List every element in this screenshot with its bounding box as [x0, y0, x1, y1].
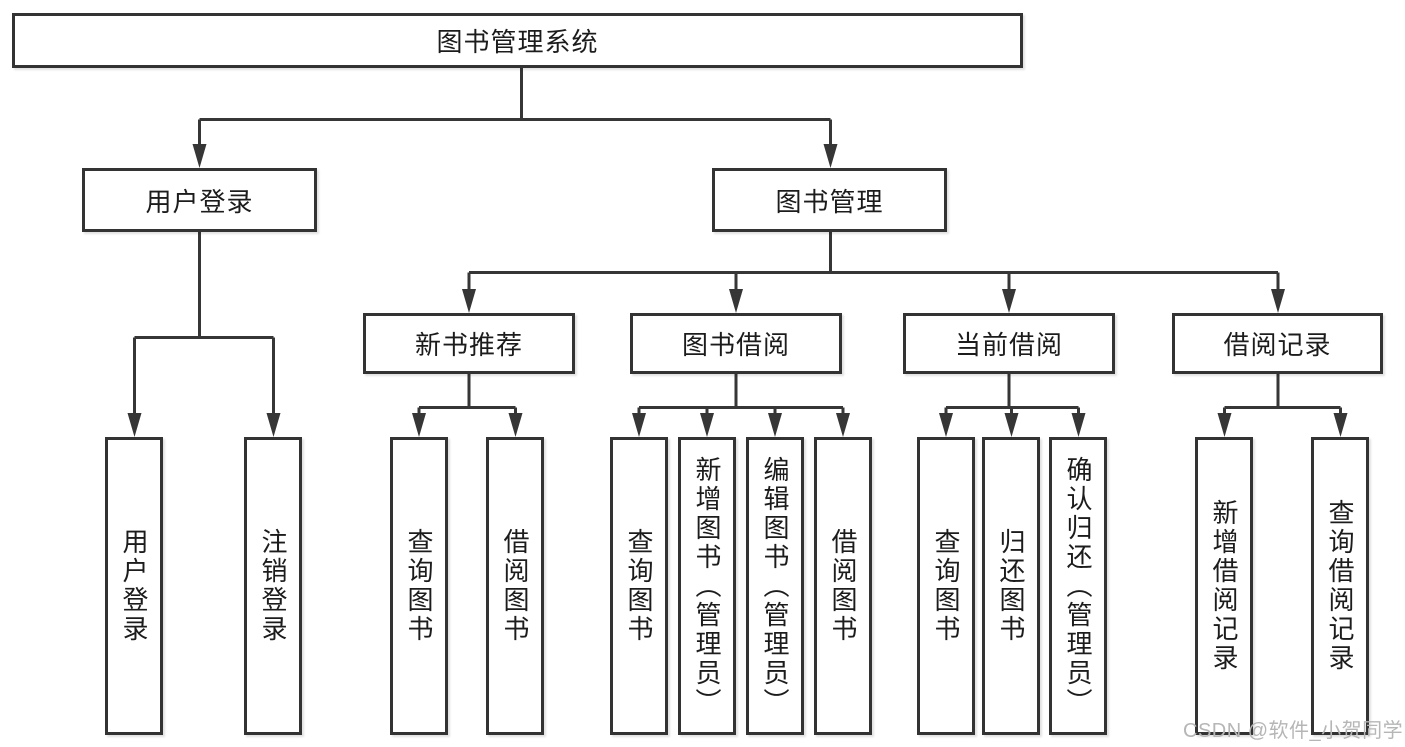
node-label: 查询图书	[931, 528, 961, 644]
node-current-borrowing: 当前借阅	[903, 313, 1115, 374]
node-label: 新增图书（管理员）	[692, 455, 722, 717]
leaf-borrow-books: 借阅图书	[486, 437, 544, 735]
branch-lines	[417, 374, 517, 415]
arrow-down-icon	[412, 413, 523, 437]
node-label: 用户登录	[119, 528, 149, 644]
node-label: 注销登录	[258, 528, 288, 644]
branch-lines	[467, 232, 1280, 291]
connector-user-login-branch	[127, 232, 281, 437]
branch-lines	[1223, 374, 1342, 415]
arrow-down-icon	[1217, 413, 1348, 437]
node-borrowing-records: 借阅记录	[1172, 313, 1383, 374]
branch-lines	[198, 68, 832, 146]
node-user-login: 用户登录	[82, 168, 317, 232]
node-new-book-recommendation: 新书推荐	[363, 313, 575, 374]
leaf-query-books: 查询图书	[917, 437, 975, 735]
node-label: 当前借阅	[954, 330, 1063, 360]
leaf-edit-books-admin: 编辑图书（管理员）	[746, 437, 804, 735]
node-label: 确认归还（管理员）	[1063, 455, 1093, 717]
node-library-management-system: 图书管理系统	[12, 13, 1023, 68]
connector-borrowing-records-branch	[1217, 374, 1348, 437]
node-label: 查询借阅记录	[1325, 499, 1355, 673]
leaf-logout: 注销登录	[244, 437, 302, 735]
arrow-down-icon	[939, 413, 1086, 437]
connector-current-borrowing-branch	[939, 374, 1086, 437]
node-book-management: 图书管理	[712, 168, 947, 232]
connector-book-management-branch	[462, 232, 1285, 313]
arrow-down-icon	[192, 144, 838, 168]
branch-lines	[944, 374, 1080, 415]
node-label: 图书管理	[775, 186, 884, 217]
leaf-confirm-return-admin: 确认归还（管理员）	[1049, 437, 1107, 735]
node-label: 借阅记录	[1223, 330, 1332, 360]
arrow-down-icon	[632, 413, 850, 437]
leaf-add-borrowing-record: 新增借阅记录	[1195, 437, 1253, 735]
node-label: 借阅图书	[500, 528, 530, 644]
connector-new-book-recommendation-branch	[412, 374, 523, 437]
node-label: 归还图书	[996, 528, 1026, 644]
branch-lines	[637, 374, 845, 415]
leaf-return-books: 归还图书	[982, 437, 1040, 735]
leaf-query-books: 查询图书	[610, 437, 668, 735]
leaf-add-books-admin: 新增图书（管理员）	[678, 437, 736, 735]
node-label: 查询图书	[624, 528, 654, 644]
leaf-query-books: 查询图书	[390, 437, 448, 735]
connector-book-borrowing-branch	[632, 374, 850, 437]
node-label: 图书管理系统	[436, 27, 599, 57]
leaf-query-borrowing-record: 查询借阅记录	[1311, 437, 1369, 735]
node-label: 图书借阅	[681, 330, 790, 360]
connector-root-branch	[192, 68, 838, 168]
node-label: 借阅图书	[828, 528, 858, 644]
node-label: 新增借阅记录	[1209, 499, 1239, 673]
leaf-user-login: 用户登录	[105, 437, 163, 735]
leaf-borrow-books: 借阅图书	[814, 437, 872, 735]
node-label: 查询图书	[404, 528, 434, 644]
arrow-down-icon	[127, 413, 281, 437]
arrow-down-icon	[462, 289, 1285, 313]
branch-lines	[133, 232, 275, 415]
node-label: 新书推荐	[414, 330, 523, 360]
node-book-borrowing: 图书借阅	[630, 313, 842, 374]
node-label: 用户登录	[145, 186, 254, 217]
node-label: 编辑图书（管理员）	[760, 455, 790, 717]
watermark: CSDN @软件_小贺同学	[1183, 720, 1404, 742]
